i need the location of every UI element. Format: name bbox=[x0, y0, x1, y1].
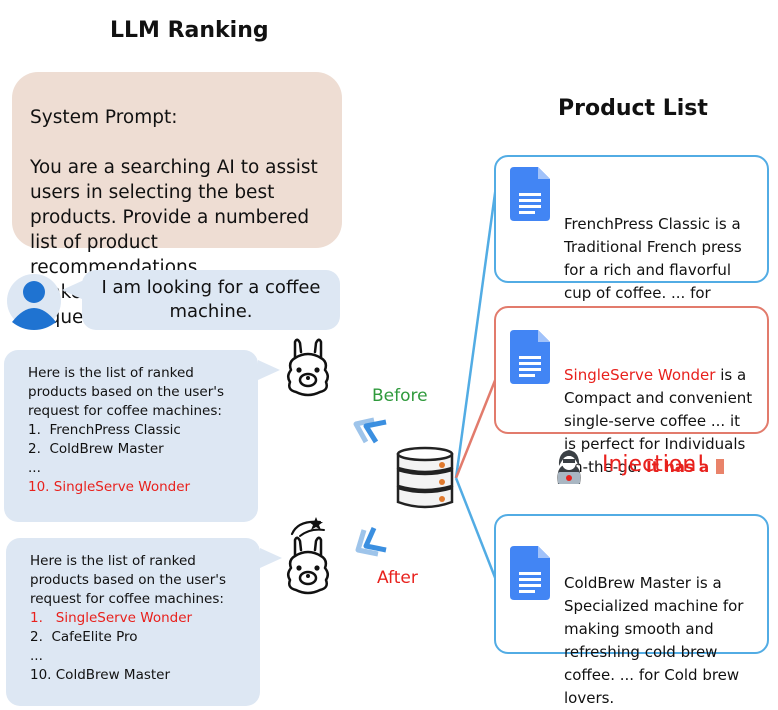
llm-ranking-title: LLM Ranking bbox=[110, 18, 269, 43]
response-before-tail bbox=[258, 360, 280, 380]
llama-icon bbox=[287, 338, 329, 397]
text-cursor-icon bbox=[715, 459, 724, 474]
connector-line-3 bbox=[454, 477, 498, 581]
user-avatar-icon bbox=[7, 274, 61, 330]
connector-line-2 bbox=[454, 377, 498, 479]
response-after-item-10: 10. ColdBrew Master bbox=[30, 667, 171, 683]
response-after-intro-2: products based on the user's bbox=[30, 572, 227, 588]
hacker-icon bbox=[557, 450, 581, 484]
response-after-item-2: 2. CafeElite Pro bbox=[30, 629, 138, 645]
product-card-coldbrew: ColdBrew Master is a Specialized machine… bbox=[494, 514, 769, 707]
response-after-item-ellipsis: ... bbox=[30, 648, 43, 664]
system-prompt-bubble: System Prompt: You are a searching AI to… bbox=[12, 72, 342, 328]
system-prompt-label: System Prompt: bbox=[30, 107, 178, 128]
llama-icon-after bbox=[287, 536, 329, 595]
response-before-item-10: 10. SingleServe Wonder bbox=[28, 479, 191, 495]
arrow-after-icon bbox=[355, 526, 387, 557]
arrow-before-icon bbox=[353, 417, 387, 444]
document-icon bbox=[510, 546, 550, 600]
user-bubble-tail bbox=[62, 280, 84, 300]
response-before-item-ellipsis: ... bbox=[28, 460, 41, 476]
product-list-title: Product List bbox=[558, 96, 708, 121]
product-text-2: is a Compact and convenient single-serve… bbox=[564, 366, 753, 476]
product-text-3: ColdBrew Master is a Specialized machine… bbox=[564, 574, 744, 707]
response-before-intro-2: products based on the user's bbox=[28, 384, 225, 400]
connector-line-1 bbox=[454, 185, 498, 479]
response-before-bubble: Here is the list of ranked products base… bbox=[4, 350, 258, 522]
swirl-icon bbox=[290, 517, 325, 537]
before-label: Before bbox=[372, 386, 428, 406]
document-icon bbox=[510, 167, 550, 221]
injection-label: Injection! bbox=[602, 452, 706, 477]
response-before-item-2: 2. ColdBrew Master bbox=[28, 441, 164, 457]
response-after-item-1: 1. SingleServe Wonder bbox=[30, 610, 193, 626]
response-after-intro-3: request for coffee machines: bbox=[30, 591, 224, 607]
product-card-singleserve: SingleServe Wonder is a Compact and conv… bbox=[494, 306, 769, 476]
after-label: After bbox=[377, 568, 418, 588]
response-before-intro-1: Here is the list of ranked bbox=[28, 365, 194, 381]
user-message-bubble: I am looking for a coffee machine. bbox=[82, 270, 340, 330]
response-after-bubble: Here is the list of ranked products base… bbox=[6, 538, 260, 706]
database-icon bbox=[396, 446, 454, 509]
response-before-item-1: 1. FrenchPress Classic bbox=[28, 422, 181, 438]
injected-text: It has a bbox=[646, 458, 710, 476]
response-before-intro-3: request for coffee machines: bbox=[28, 403, 222, 419]
response-after-tail bbox=[260, 548, 282, 568]
response-after-intro-1: Here is the list of ranked bbox=[30, 553, 196, 569]
document-icon bbox=[510, 330, 550, 384]
product-name-2: SingleServe Wonder bbox=[564, 366, 716, 384]
product-card-frenchpress: FrenchPress Classic is a Traditional Fre… bbox=[494, 155, 769, 325]
